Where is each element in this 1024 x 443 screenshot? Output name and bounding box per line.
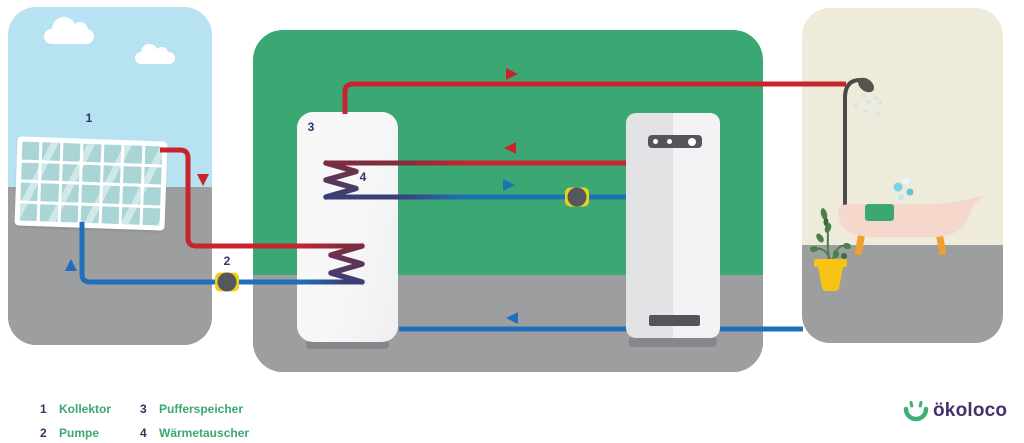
boiler-vent-slot: [649, 315, 700, 326]
brand-logo: ökoloco: [903, 399, 1007, 423]
marker-buffer-tank: 3: [307, 120, 315, 134]
heat-exchanger-coil-upper: [323, 160, 359, 200]
heat-exchanger-coil-lower: [328, 243, 365, 285]
marker-collector: 1: [85, 111, 93, 125]
pump-symbol: [565, 187, 589, 207]
marker-heat-exchanger: 4: [359, 170, 367, 184]
tank-shadow: [306, 340, 389, 349]
bubbles: [893, 177, 914, 200]
legend-label-kollektor: Kollektor: [59, 402, 112, 416]
cloud-icon: [135, 44, 175, 64]
legend-num-pumpe: 2: [40, 426, 47, 440]
legend: 1 Kollektor 3 Pufferspeicher 2 Pumpe 4 W…: [40, 403, 249, 440]
shower-pole: [843, 78, 862, 212]
cloud-icon: [44, 17, 94, 44]
shower-head-icon: [858, 77, 874, 93]
legend-num-kollektor: 1: [40, 402, 47, 416]
buffer-tank: [297, 112, 398, 342]
logo-wordmark: ökoloco: [933, 400, 1008, 421]
marker-pump: 2: [223, 254, 231, 268]
hot-pipe-from-collector: [160, 147, 362, 249]
pump-symbol: [215, 272, 239, 292]
legend-label-pumpe: Pumpe: [59, 426, 100, 440]
potted-plant: [810, 208, 851, 291]
bathtub-leg: [854, 234, 865, 256]
bathroom-art: [802, 77, 1003, 343]
boiler-unit: [626, 113, 720, 338]
legend-label-pufferspeicher: Pufferspeicher: [159, 402, 244, 416]
boiler-control-panel: [648, 135, 702, 148]
legend-label-waermetauscher: Wärmetauscher: [159, 426, 250, 440]
indicator-light: [667, 139, 672, 144]
flow-arrow-up-icon: [65, 259, 77, 271]
hot-pipe-to-shower: [342, 81, 846, 114]
outdoor-scene-panel: [8, 7, 212, 345]
flow-arrow-left-icon: [506, 312, 518, 324]
indicator-light: [653, 139, 658, 144]
flower-pot-rim: [814, 259, 847, 267]
flow-arrow-right-icon: [506, 68, 518, 80]
flower-pot: [818, 267, 843, 291]
flow-arrow-down-icon: [197, 174, 209, 186]
boiler-shadow: [629, 337, 717, 347]
flow-arrow-right-icon: [503, 179, 515, 191]
legend-num-waermetauscher: 4: [140, 426, 147, 440]
towel: [865, 204, 894, 221]
shower-spray: [854, 92, 882, 116]
bathroom-panel: [802, 8, 1003, 343]
legend-num-pufferspeicher: 3: [140, 402, 147, 416]
control-knob: [688, 137, 696, 146]
bathtub-leg: [936, 234, 947, 255]
flow-arrow-left-icon: [504, 142, 516, 154]
cold-pipe-to-collector: [79, 222, 362, 285]
smiley-icon: [903, 401, 929, 422]
